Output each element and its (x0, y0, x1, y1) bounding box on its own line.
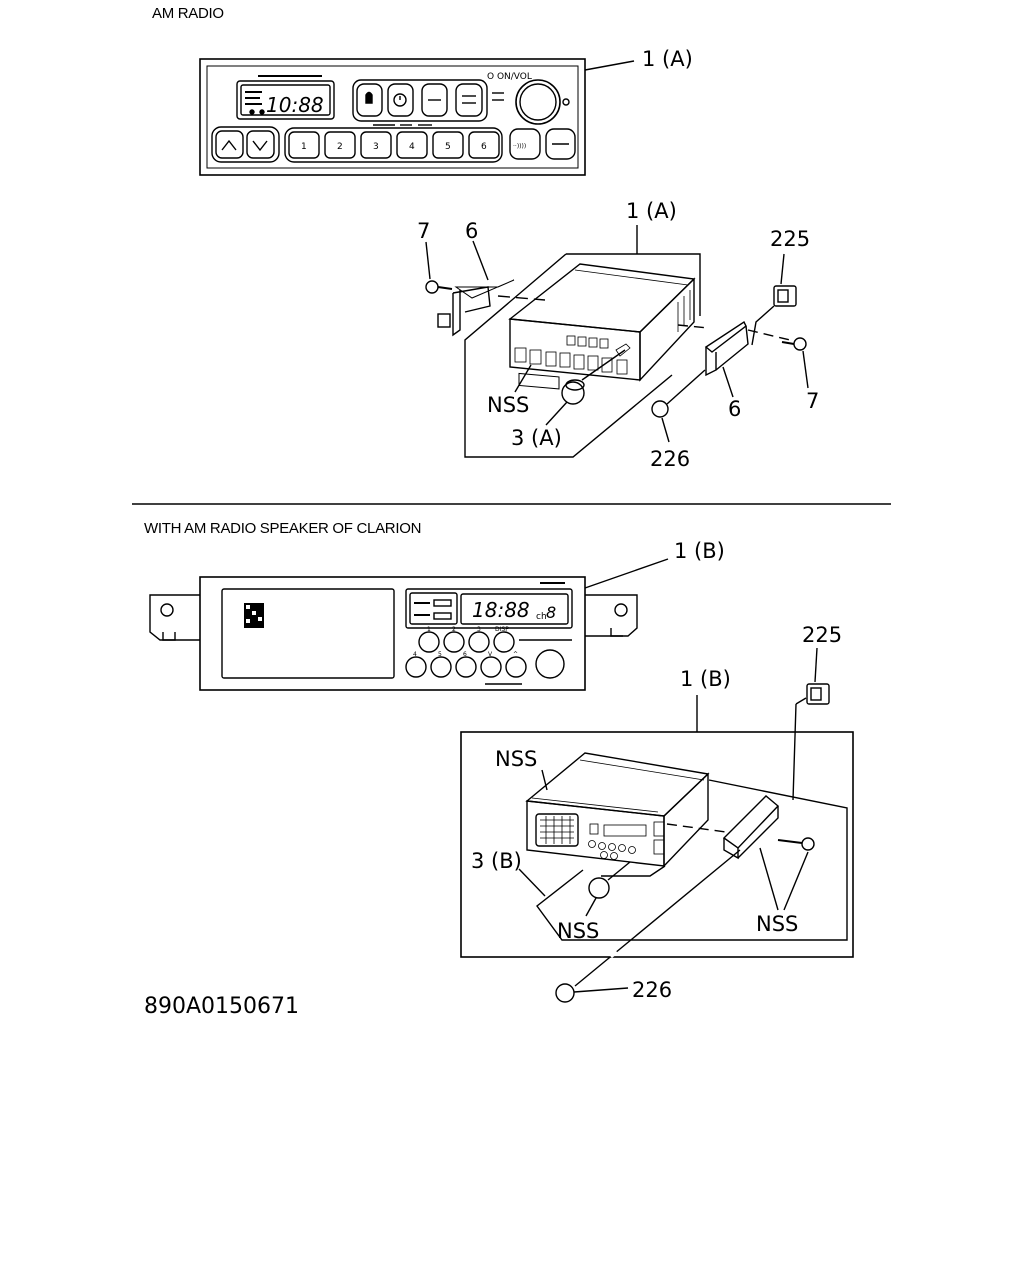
callout-b-nss-knob: NSS (557, 919, 599, 943)
radio-b-label-5: 5 (438, 651, 442, 658)
radio-b-label-6: 6 (463, 651, 467, 658)
preset-button-5[interactable] (432, 131, 464, 159)
callout-b-clip: 225 (802, 623, 842, 647)
callout-b-front: 1 (B) (674, 539, 725, 563)
section-title-clarion: WITH AM RADIO SPEAKER OF CLARION (144, 520, 422, 537)
radio-b-front-panel: 18:88 ch 8 1 2 3 DISP 4 5 6 V (149, 558, 669, 691)
callout-a-screw-left: 7 (417, 219, 430, 243)
radio-b-display-suffix: ch (536, 612, 547, 622)
preset-label-1: 1 (301, 142, 307, 152)
callout-b-bolt: 226 (632, 978, 672, 1002)
preset-label-4: 4 (409, 142, 415, 152)
radio-b-label-disp: DISP (495, 626, 509, 633)
radio-a-exploded-assembly (425, 225, 809, 458)
radio-b-label-2: 2 (452, 626, 456, 633)
radio-b-button-up[interactable] (505, 656, 527, 678)
radio-a-power-label: O ON/VOL (487, 72, 532, 82)
radio-b-button-2[interactable] (443, 631, 465, 653)
radio-b-button-1[interactable] (418, 631, 440, 653)
preset-label-2: 2 (337, 142, 343, 152)
callout-b-knob: 3 (B) (471, 849, 522, 873)
radio-a-display-text: 10:88 (266, 93, 324, 117)
callout-a-bolt: 226 (650, 447, 690, 471)
preset-button-1[interactable] (288, 131, 320, 159)
radio-b-button-3[interactable] (468, 631, 490, 653)
radio-a-front-panel: 10:88 O ON/VOL (199, 58, 635, 176)
radio-b-button-4[interactable] (405, 656, 427, 678)
radio-b-label-up: ^ (513, 651, 518, 658)
preset-button-2[interactable] (324, 131, 356, 159)
callout-a-clip: 225 (770, 227, 810, 251)
radio-a-seek-glyph: ··)))) (513, 143, 526, 150)
radio-b-button-disp[interactable] (493, 631, 515, 653)
radio-b-exploded-assembly (460, 647, 854, 1003)
radio-b-buttons: 1 2 3 DISP 4 5 6 V ^ (405, 626, 527, 678)
preset-label-6: 6 (481, 142, 487, 152)
preset-label-5: 5 (445, 142, 451, 152)
preset-button-6[interactable] (468, 131, 500, 159)
radio-b-label-4: 4 (413, 651, 417, 658)
callout-b-nss-top: NSS (495, 747, 537, 771)
section-title-am-radio: AM RADIO (152, 5, 224, 22)
callout-a-bracket-right: 6 (728, 397, 741, 421)
radio-b-label-down: V (488, 651, 493, 658)
callout-a-screw-right: 7 (806, 389, 819, 413)
preset-button-4[interactable] (396, 131, 428, 159)
drawing-code: 890A0150671 (144, 994, 299, 1019)
callout-a-front: 1 (A) (642, 47, 693, 71)
callout-a-bracket-left: 6 (465, 219, 478, 243)
preset-button-3[interactable] (360, 131, 392, 159)
callout-a-assembly: 1 (A) (626, 199, 677, 223)
radio-a-preset-buttons: 1 2 3 4 5 6 (288, 131, 500, 159)
callout-a-knob: 3 (A) (511, 426, 562, 450)
callout-b-nss-screws: NSS (756, 912, 798, 936)
radio-b-label-3: 3 (477, 626, 481, 633)
radio-b-display-digit: 8 (546, 603, 556, 622)
radio-b-button-down[interactable] (480, 656, 502, 678)
radio-b-button-6[interactable] (455, 656, 477, 678)
callout-b-assembly: 1 (B) (680, 667, 731, 691)
preset-label-3: 3 (373, 142, 379, 152)
callout-a-nss: NSS (487, 393, 529, 417)
radio-b-button-5[interactable] (430, 656, 452, 678)
radio-b-display-text: 18:88 (472, 598, 530, 622)
radio-b-label-1: 1 (427, 626, 431, 633)
